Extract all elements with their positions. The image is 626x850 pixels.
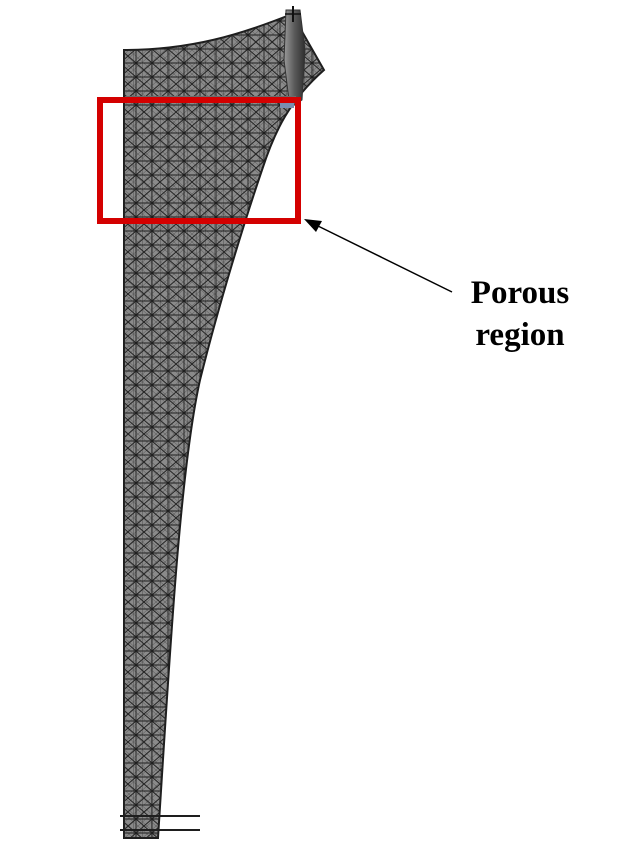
annotation-arrow — [304, 219, 453, 293]
porous-region-label: Porous region — [440, 272, 600, 356]
porous-region-highlight-box — [97, 97, 301, 224]
stem-mesh — [120, 6, 326, 839]
label-line-2: region — [475, 317, 565, 353]
label-line-1: Porous — [470, 275, 570, 311]
neck-trunnion — [283, 9, 306, 109]
